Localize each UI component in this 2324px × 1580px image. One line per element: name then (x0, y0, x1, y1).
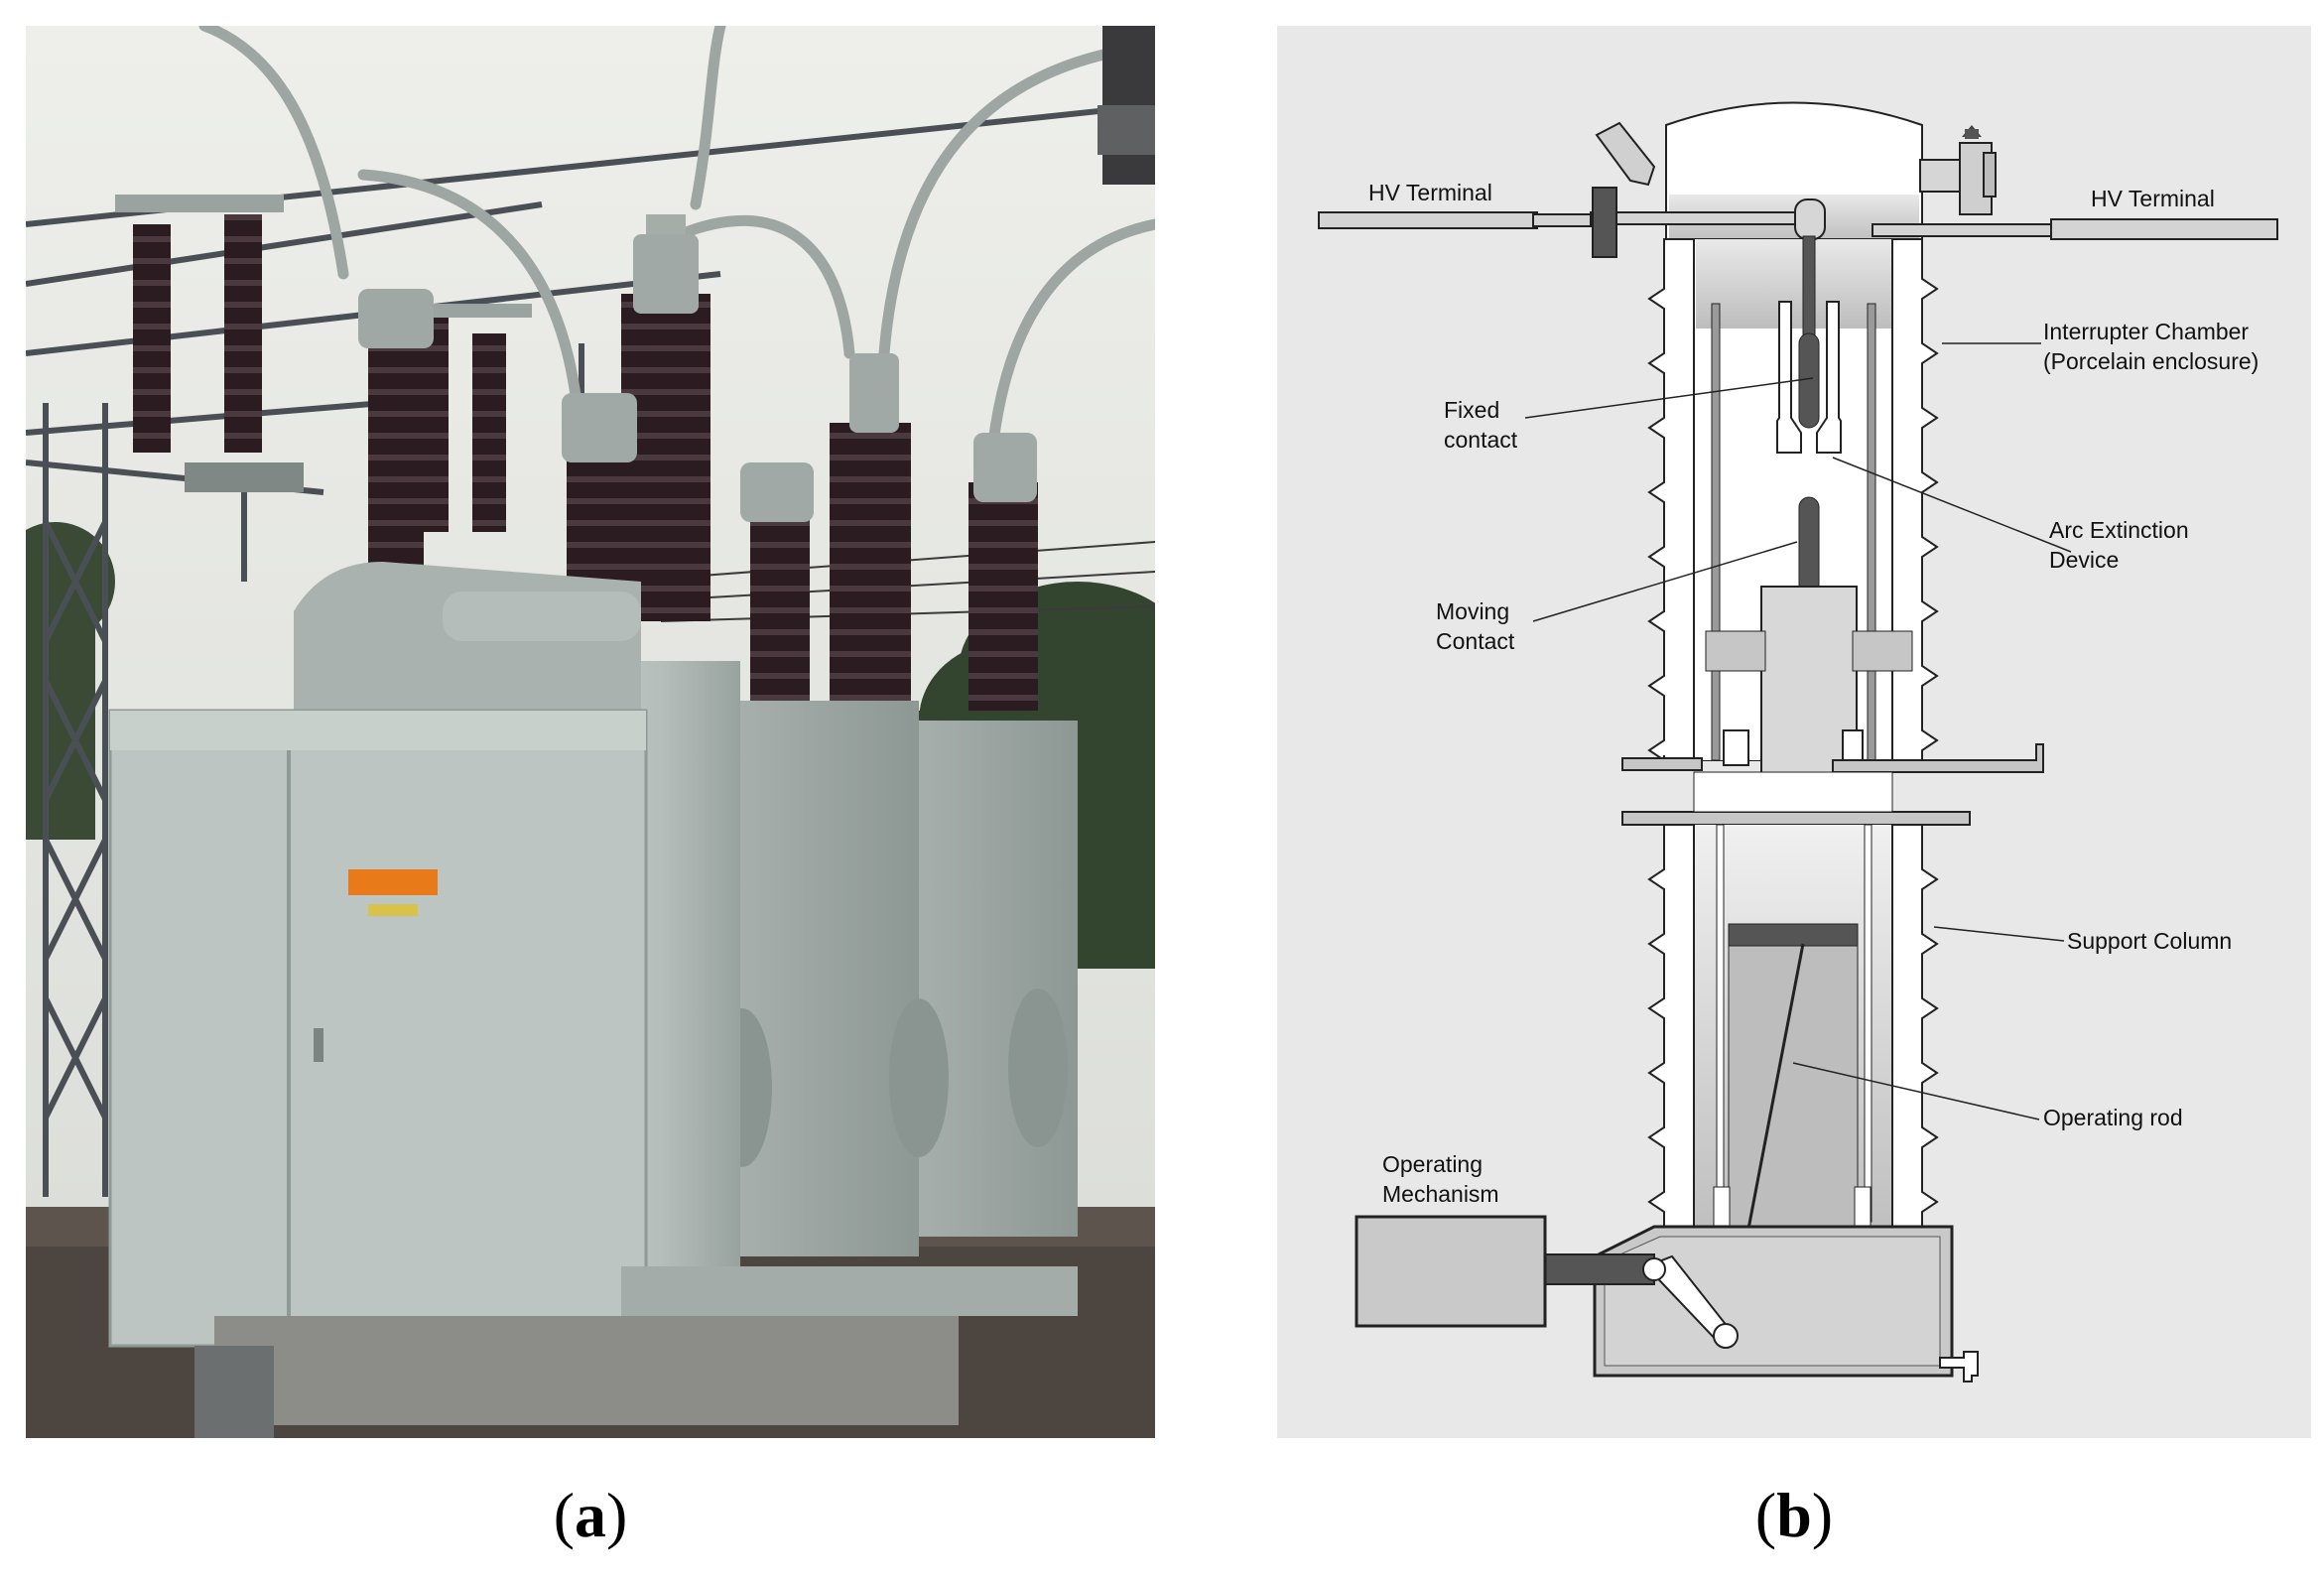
label-interrupter-enclosure: (Porcelain enclosure) (2043, 348, 2259, 374)
pressure-relief (1595, 121, 1656, 187)
crosshead (1728, 923, 1859, 947)
hv-terminal-right (1872, 223, 2072, 237)
hv-terminal-left (1318, 211, 1538, 229)
breaker-cross-section: HV Terminal HV Terminal Interrupter Cham… (1318, 101, 2278, 1382)
base-frame (194, 1266, 1078, 1438)
control-cabinet (108, 709, 648, 1348)
label-hv-terminal-left: HV Terminal (1368, 180, 1492, 205)
fixed-contact (1794, 198, 1826, 429)
label-fixed-contact-2: contact (1444, 427, 1518, 453)
gas-valve (1919, 125, 1997, 215)
caption-b-letter: b (1776, 1480, 1812, 1550)
caption-a-letter: a (575, 1480, 606, 1550)
label-operating-mechanism-1: Operating (1382, 1151, 1483, 1177)
leader-lines (1524, 342, 2072, 1120)
label-arc-extinction-1: Arc Extinction (2049, 517, 2189, 543)
label-operating-mechanism-2: Mechanism (1382, 1181, 1499, 1207)
disconnect-insulators (115, 195, 532, 532)
breaker-photo (0, 20, 1207, 1438)
label-moving-contact-2: Contact (1436, 628, 1515, 654)
warning-label (348, 869, 438, 895)
label-support-column: Support Column (2067, 928, 2232, 954)
label-moving-contact-1: Moving (1436, 598, 1509, 624)
mid-flange-lower (1621, 811, 1971, 826)
caption-b: (b) (1754, 1480, 1834, 1550)
drain-valve (1939, 1351, 1979, 1382)
puffer-cylinder (1705, 586, 1913, 776)
label-fixed-contact-1: Fixed (1444, 397, 1499, 423)
caption-a: (a) (553, 1480, 628, 1550)
label-hv-terminal-right: HV Terminal (2091, 186, 2215, 211)
operating-mechanism-box (1355, 1215, 1547, 1328)
diagram-labels: HV Terminal HV Terminal Interrupter Cham… (1368, 180, 2259, 1207)
label-interrupter-chamber: Interrupter Chamber (2043, 319, 2249, 344)
diagram-panel: HV Terminal HV Terminal Interrupter Cham… (1277, 26, 2311, 1438)
photo-panel (0, 20, 1207, 1438)
label-arc-extinction-2: Device (2049, 547, 2119, 573)
terminal-clamp (1592, 187, 1617, 258)
label-operating-rod: Operating rod (2043, 1105, 2183, 1130)
conductor-cables (198, 20, 1161, 449)
arc-extinction-device (1776, 301, 1842, 454)
upper-right-equipment (1097, 26, 1155, 185)
mid-flange-upper (1621, 757, 1703, 771)
